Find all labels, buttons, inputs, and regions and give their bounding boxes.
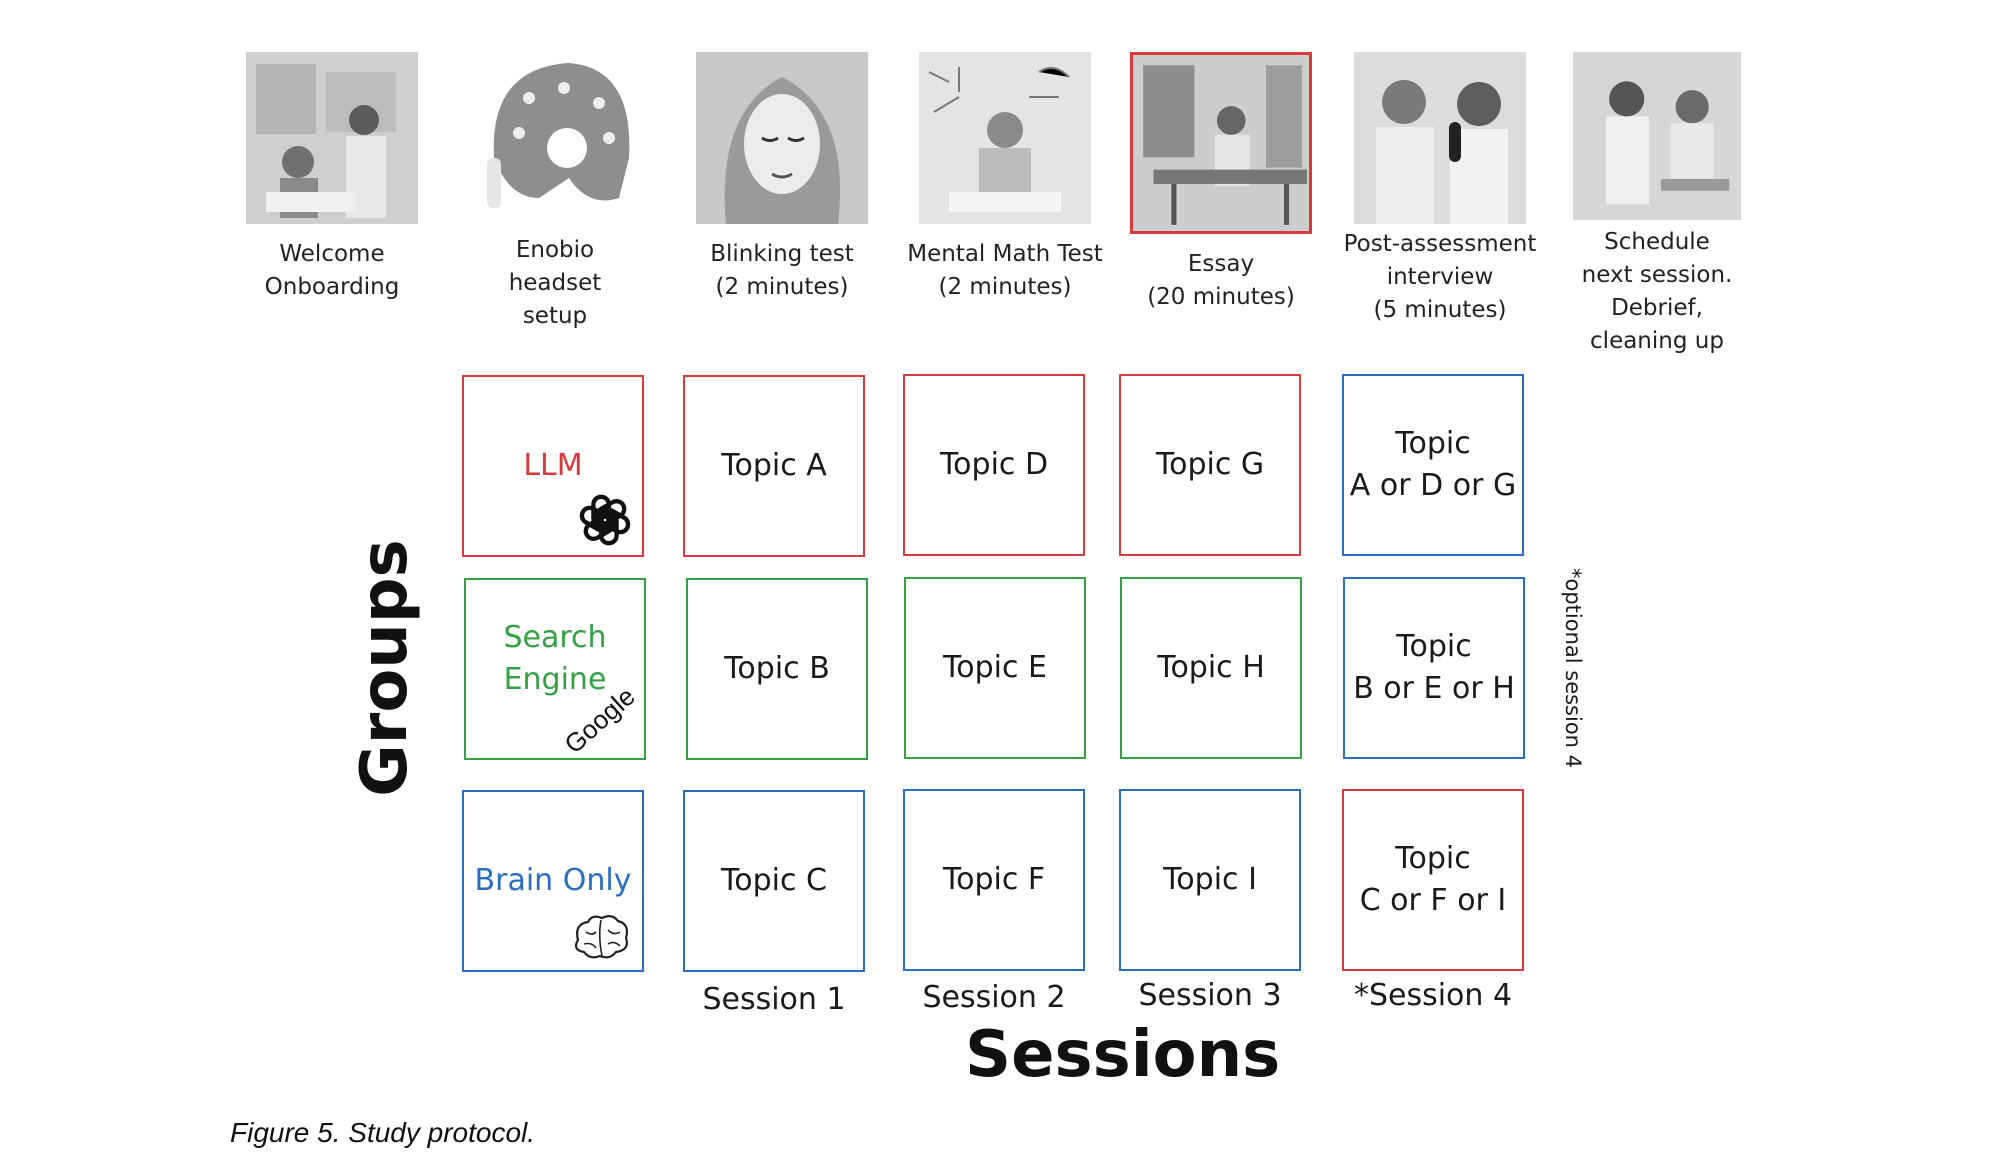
- topic-label: Topic F: [942, 862, 1046, 897]
- optional-session-note: *optional session 4: [1561, 567, 1585, 769]
- topic-box-c-or-f-or-i: Topic C or F or I: [1342, 789, 1524, 971]
- onboarding-illustration: [246, 52, 418, 224]
- interview-illustration: [1354, 52, 1526, 224]
- step-caption: Essay (20 minutes): [1147, 251, 1295, 310]
- topic-label: Topic H: [1157, 650, 1265, 685]
- group-box-brain-only: Brain Only: [462, 790, 644, 972]
- topic-label: Topic C or F or I: [1359, 841, 1507, 918]
- topic-box-a-or-d-or-g: Topic A or D or G: [1342, 374, 1524, 556]
- group-label-search-engine: Search Engine: [503, 620, 607, 697]
- step-caption: Enobio headset setup: [508, 237, 602, 329]
- session-label-1: Session 1: [702, 982, 846, 1017]
- group-label-llm: LLM: [523, 448, 583, 483]
- topic-label: Topic B: [724, 651, 830, 686]
- topic-label: Topic E: [943, 650, 1047, 685]
- step-welcome-onboarding: Welcome Onboarding: [227, 52, 437, 304]
- group-box-llm: LLM: [462, 375, 644, 557]
- step-caption: Schedule next session. Debrief, cleaning…: [1581, 229, 1733, 354]
- blinking-face-illustration: [696, 52, 868, 224]
- step-caption: Post-assessment interview (5 minutes): [1343, 231, 1537, 323]
- topic-box-a: Topic A: [683, 375, 865, 557]
- step-blinking-test: Blinking test (2 minutes): [677, 52, 887, 304]
- topic-box-g: Topic G: [1119, 374, 1301, 556]
- topic-label: Topic A: [721, 448, 827, 483]
- topic-box-h: Topic H: [1120, 577, 1302, 759]
- debrief-illustration: [1573, 52, 1741, 220]
- topic-label: Topic C: [721, 863, 827, 898]
- brain-icon: [570, 912, 632, 962]
- topic-label: Topic G: [1155, 447, 1265, 482]
- topic-label: Topic I: [1163, 862, 1257, 897]
- math-test-illustration: [919, 52, 1091, 224]
- group-label-brain-only: Brain Only: [474, 863, 632, 898]
- step-post-assessment-interview: Post-assessment interview (5 minutes): [1335, 52, 1545, 327]
- session-label-4: *Session 4: [1353, 978, 1513, 1013]
- step-caption: Welcome Onboarding: [264, 241, 400, 300]
- step-caption: Blinking test (2 minutes): [710, 241, 854, 300]
- topic-box-f: Topic F: [903, 789, 1085, 971]
- topic-box-i: Topic I: [1119, 789, 1301, 971]
- essay-writing-illustration: [1130, 52, 1312, 234]
- topic-box-e: Topic E: [904, 577, 1086, 759]
- topic-box-b: Topic B: [686, 578, 868, 760]
- topic-box-d: Topic D: [903, 374, 1085, 556]
- topic-label: Topic D: [939, 447, 1049, 482]
- groups-axis-title: Groups: [348, 539, 422, 797]
- step-caption: Mental Math Test (2 minutes): [907, 241, 1103, 300]
- topic-label: Topic B or E or H: [1353, 629, 1515, 706]
- group-box-search-engine: Search Engine Google: [464, 578, 646, 760]
- step-headset-setup: Enobio headset setup: [450, 48, 660, 333]
- step-essay: Essay (20 minutes): [1116, 52, 1326, 314]
- session-label-3: Session 3: [1138, 978, 1282, 1013]
- sessions-axis-title: Sessions: [965, 1018, 1281, 1092]
- figure-caption: Figure 5. Study protocol.: [230, 1117, 536, 1148]
- openai-logo-icon: [576, 491, 634, 549]
- step-mental-math-test: Mental Math Test (2 minutes): [900, 52, 1110, 304]
- session-label-2: Session 2: [922, 980, 1066, 1015]
- topic-box-b-or-e-or-h: Topic B or E or H: [1343, 577, 1525, 759]
- eeg-headset-illustration: [469, 48, 641, 220]
- topic-label: Topic A or D or G: [1349, 426, 1517, 503]
- topic-box-c: Topic C: [683, 790, 865, 972]
- step-schedule-debrief: Schedule next session. Debrief, cleaning…: [1552, 52, 1762, 358]
